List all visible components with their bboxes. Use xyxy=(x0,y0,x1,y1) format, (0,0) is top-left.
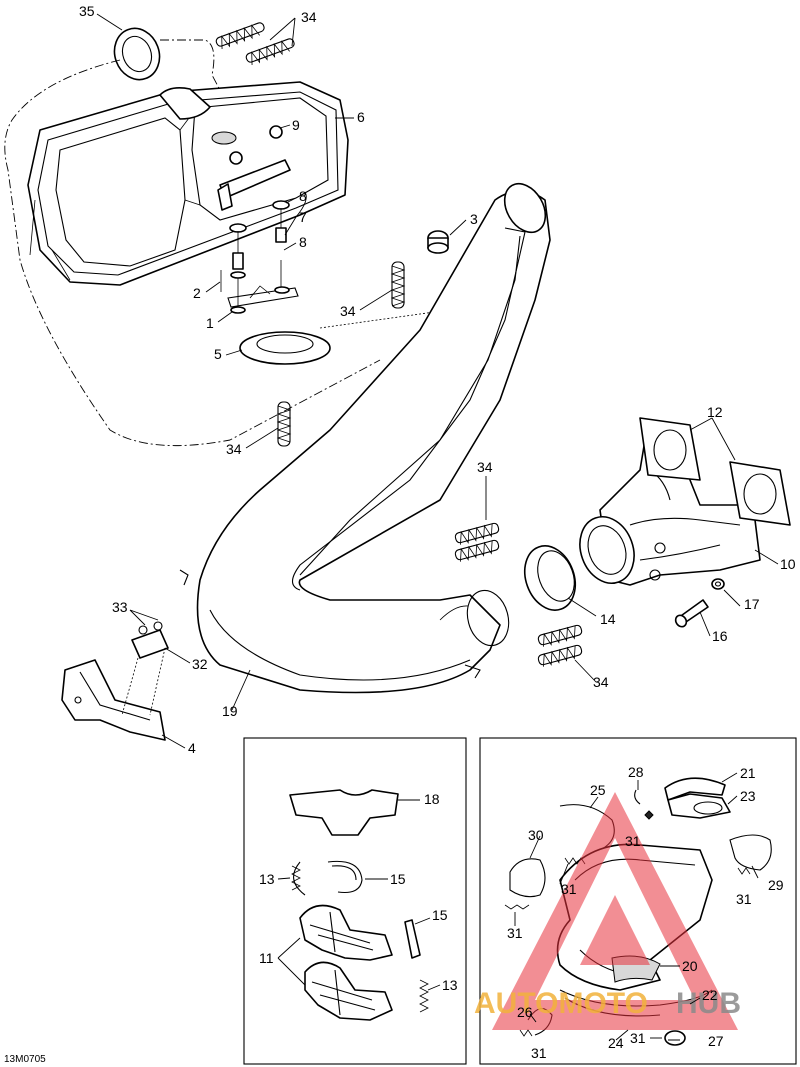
grommet-5 xyxy=(239,331,331,365)
callout-12: 12 xyxy=(707,404,723,420)
callout-31-f: 31 xyxy=(531,1045,547,1061)
tuned-pipe-19 xyxy=(179,182,551,694)
band-30 xyxy=(509,858,546,898)
callout-18: 18 xyxy=(424,791,440,807)
callout-15-top: 15 xyxy=(390,871,406,887)
callout-34-lower-left: 34 xyxy=(226,441,242,457)
bracket-4 xyxy=(61,659,166,741)
callout-24: 24 xyxy=(608,1035,624,1051)
plug-3 xyxy=(427,230,449,254)
callout-11: 11 xyxy=(259,950,274,966)
callout-14: 14 xyxy=(600,611,616,627)
callout-27: 27 xyxy=(708,1033,724,1049)
callout-19: 19 xyxy=(222,703,238,719)
heat-shield-18 xyxy=(289,789,399,836)
callout-4: 4 xyxy=(188,740,196,756)
callout-5: 5 xyxy=(214,346,222,362)
callout-28: 28 xyxy=(628,764,644,780)
bolt-16 xyxy=(674,599,709,628)
clip-13-bottom xyxy=(419,979,429,1013)
callout-10: 10 xyxy=(780,556,796,572)
clip-15-bottom xyxy=(404,919,421,959)
callout-31-b: 31 xyxy=(561,881,577,897)
callout-8-lower: 8 xyxy=(299,234,307,250)
callout-33: 33 xyxy=(112,599,128,615)
clamp-15-top xyxy=(327,860,363,894)
gasket-12 xyxy=(639,417,791,526)
plate-32 xyxy=(121,621,169,716)
callout-6: 6 xyxy=(357,109,365,125)
heat-shields-11 xyxy=(299,904,393,1021)
callout-30: 30 xyxy=(528,827,544,843)
callout-17: 17 xyxy=(744,596,760,612)
detail-box-left xyxy=(243,737,467,1065)
spring-34-lower-right xyxy=(537,624,583,667)
callout-20: 20 xyxy=(682,958,698,974)
callout-8-upper: 8 xyxy=(299,188,307,204)
drawing-code: 13M0705 xyxy=(4,1054,46,1065)
callout-34-center: 34 xyxy=(477,459,493,475)
clip-13-top xyxy=(291,861,306,896)
watermark-logo xyxy=(492,792,738,1030)
callout-22: 22 xyxy=(702,987,718,1003)
callout-32: 32 xyxy=(192,656,208,672)
callout-29: 29 xyxy=(768,877,784,893)
callout-26: 26 xyxy=(517,1004,533,1020)
callout-31-a: 31 xyxy=(625,833,641,849)
callout-1: 1 xyxy=(206,315,214,331)
callout-31-c: 31 xyxy=(736,891,752,907)
callout-13-bottom: 13 xyxy=(442,977,458,993)
callout-35: 35 xyxy=(79,3,95,19)
spring-34-lower-left xyxy=(276,401,292,447)
callout-31-e: 31 xyxy=(630,1030,646,1046)
shield-21-23 xyxy=(664,777,731,819)
clamp-28 xyxy=(634,789,641,805)
leader-lines xyxy=(96,13,779,1041)
callout-21: 21 xyxy=(740,765,756,781)
exhaust-cone-35 xyxy=(113,27,161,81)
washer-17 xyxy=(711,578,725,590)
spring-34-center xyxy=(454,522,500,562)
spring-34-mid xyxy=(390,261,406,309)
callout-34-mid: 34 xyxy=(340,303,356,319)
watermark-text-automoto: AUTOMOTO xyxy=(474,987,648,1020)
callout-31-d: 31 xyxy=(507,925,523,941)
assembly-outline xyxy=(4,39,381,447)
callout-15-bottom: 15 xyxy=(432,907,448,923)
band-29 xyxy=(729,834,772,871)
callout-25: 25 xyxy=(590,782,606,798)
spring-34-top xyxy=(215,22,295,66)
callout-16: 16 xyxy=(712,628,728,644)
callout-23: 23 xyxy=(740,788,756,804)
callout-2: 2 xyxy=(193,285,201,301)
detail-box-right xyxy=(479,737,797,1065)
callout-34-lower-right: 34 xyxy=(593,674,609,690)
watermark-text-hub: HUB xyxy=(676,987,741,1020)
callout-9: 9 xyxy=(292,117,300,133)
muffler xyxy=(27,81,349,286)
springs-31 xyxy=(504,810,751,1037)
clamp-27 xyxy=(664,1030,686,1046)
callout-3: 3 xyxy=(470,211,478,227)
callout-13-top: 13 xyxy=(259,871,275,887)
callout-34-top: 34 xyxy=(301,9,317,25)
callout-7: 7 xyxy=(299,209,307,225)
sealing-ring-14 xyxy=(523,545,577,611)
mounting-hardware xyxy=(217,125,299,314)
